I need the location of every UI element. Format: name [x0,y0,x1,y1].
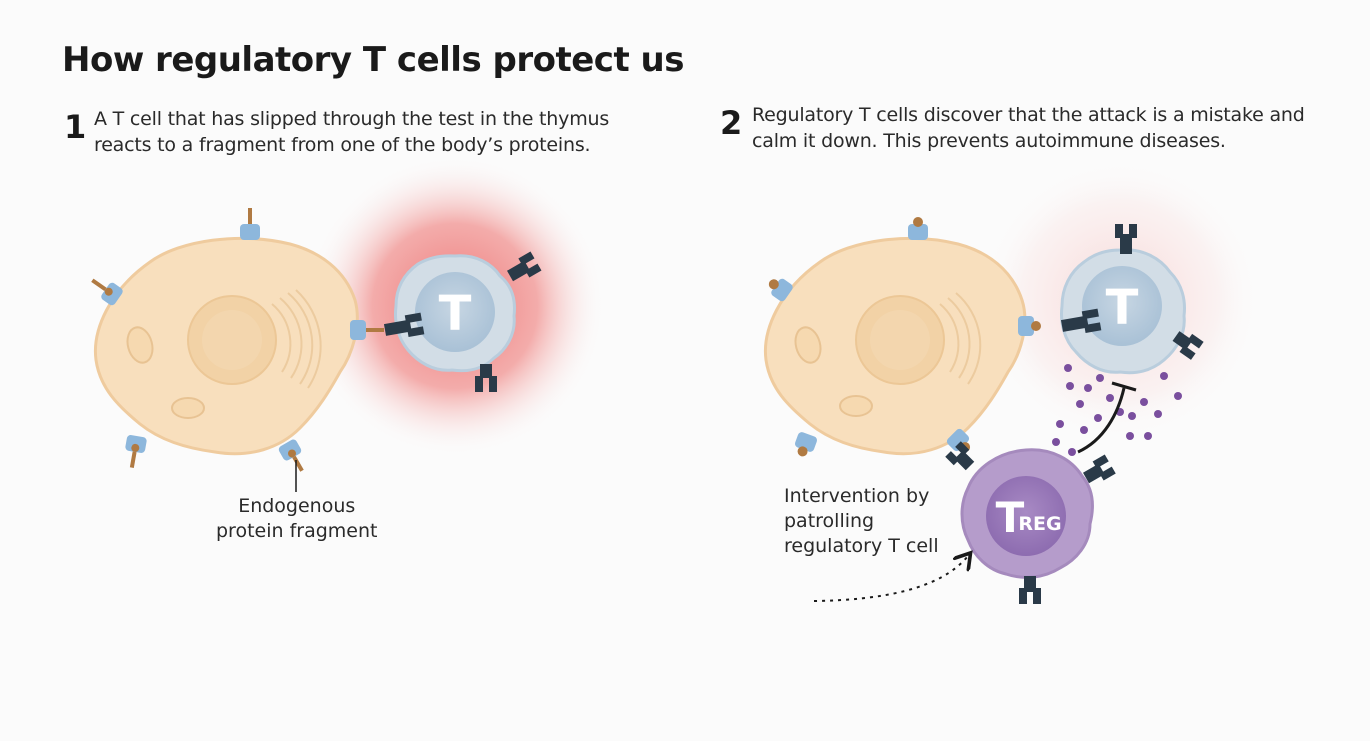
inhibition-arrow [1077,387,1126,454]
treg-receptor [1019,576,1041,604]
t-cell-receptor [475,364,497,392]
page-title: How regulatory T cells protect us [62,40,685,80]
panel-2-illustration: T [763,160,1260,604]
patrol-path-arrow [813,556,968,602]
step-1-number: 1 [64,108,87,146]
treg-nucleus [986,476,1066,556]
t-cell-letter: T [439,286,472,342]
t-cell-receptor [1172,331,1204,360]
treg-intervention-callout: Intervention by patrolling regulatory T … [784,484,939,559]
mhc-receptor [794,432,818,457]
mhc-receptor [240,208,260,240]
protein-fragment-callout: Endogenous protein fragment [216,494,377,544]
treg-letter-main: T [996,493,1025,542]
step-1-line: reacts to a fragment from one of the bod… [94,134,591,156]
mhc-receptor [125,435,147,468]
treg-receptor [945,441,975,471]
mhc-receptor [768,278,793,302]
inhibition-bar [1111,381,1137,392]
step-2-line: Regulatory T cells discover that the att… [752,104,1305,126]
endoplasmic-reticulum [939,292,982,385]
callout-line: regulatory T cell [784,535,939,557]
mhc-receptor [278,439,304,472]
mhc-receptor [91,278,123,306]
callout-line: Intervention by [784,485,930,507]
t-cell-nucleus [415,272,495,352]
callout-line: patrolling [784,510,875,532]
mitochondrion [126,326,154,364]
panel-1-illustration: T [91,156,605,492]
step-2-line: calm it down. This prevents autoimmune d… [752,130,1226,152]
cytokine-dots [1052,364,1182,456]
callout-line: Endogenous [238,495,356,517]
treg-receptor [1083,454,1116,484]
mhc-receptor [908,217,928,240]
mitochondrion [171,397,205,419]
endoplasmic-reticulum [271,289,322,389]
t-cell-receptor [1115,224,1137,254]
treg-letter-sub: REG [1018,513,1061,535]
step-1-line: A T cell that has slipped through the te… [94,108,610,130]
t-cell-receptor [1060,308,1102,334]
mitochondrion [794,326,822,364]
t-cell-receptor [383,312,425,338]
mitochondrion [839,395,873,417]
step-1-description: A T cell that has slipped through the te… [94,106,609,158]
mhc-receptor-binding [350,320,384,340]
t-cell-letter: T [1106,280,1139,336]
step-2-description: Regulatory T cells discover that the att… [752,102,1305,154]
t-cell-receptor [507,251,542,282]
callout-line: protein fragment [216,520,378,542]
step-2-number: 2 [720,104,743,142]
mhc-receptor-binding [1018,316,1041,336]
t-cell-nucleus [1082,266,1162,346]
